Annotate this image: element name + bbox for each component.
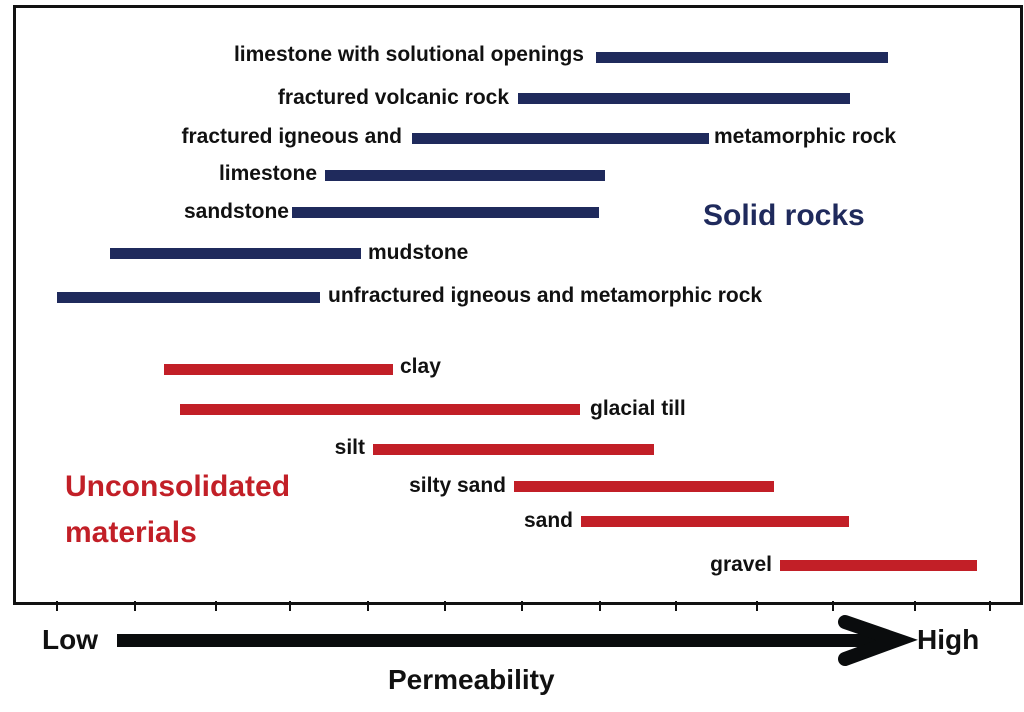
bar-mudstone: [110, 248, 361, 259]
bar-silt: [373, 444, 654, 455]
bar-clay: [164, 364, 393, 375]
x-tick: [521, 601, 523, 611]
x-tick: [56, 601, 58, 611]
x-axis-title: Permeability: [388, 664, 555, 695]
bar-fractured-igneous: [412, 133, 709, 144]
bar-gravel: [780, 560, 977, 571]
bar-limestone-solutional: [596, 52, 888, 63]
label-glacial-till: glacial till: [590, 397, 686, 420]
label-sand: sand: [523, 509, 573, 532]
plot-frame: [13, 5, 1023, 605]
x-tick: [832, 601, 834, 611]
x-tick: [756, 601, 758, 611]
bar-unfractured: [57, 292, 320, 303]
label-mudstone: mudstone: [368, 241, 469, 264]
label-unfractured: unfractured igneous and metamorphic rock: [328, 284, 763, 307]
label-gravel: gravel: [710, 553, 772, 576]
label-silty-sand: silty sand: [409, 474, 506, 497]
label-fractured-igneous-1: fractured igneous and: [181, 125, 402, 148]
bar-sandstone: [292, 207, 599, 218]
axis-low-label: Low: [42, 624, 98, 655]
label-clay: clay: [400, 355, 441, 378]
group-label-unconsolidated-2: materials: [65, 516, 197, 549]
bar-glacial-till: [180, 404, 580, 415]
x-tick: [367, 601, 369, 611]
x-tick: [599, 601, 601, 611]
group-label-solid-rocks: Solid rocks: [703, 199, 865, 232]
label-sandstone: sandstone: [183, 200, 289, 223]
x-tick: [675, 601, 677, 611]
x-tick: [289, 601, 291, 611]
x-tick: [215, 601, 217, 611]
axis-high-label: High: [917, 624, 980, 655]
label-limestone-solutional: limestone with solutional openings: [233, 43, 584, 66]
group-label-unconsolidated-1: Unconsolidated: [65, 470, 291, 503]
x-tick: [989, 601, 991, 611]
bar-limestone: [325, 170, 605, 181]
label-fractured-igneous-2: metamorphic rock: [714, 125, 897, 148]
bar-fractured-volcanic: [518, 93, 850, 104]
bar-sand: [581, 516, 849, 527]
label-limestone: limestone: [218, 162, 317, 185]
x-tick: [134, 601, 136, 611]
bar-silty-sand: [514, 481, 774, 492]
x-tick: [444, 601, 446, 611]
label-silt: silt: [334, 436, 365, 459]
x-tick: [914, 601, 916, 611]
label-fractured-volcanic: fractured volcanic rock: [277, 86, 509, 109]
